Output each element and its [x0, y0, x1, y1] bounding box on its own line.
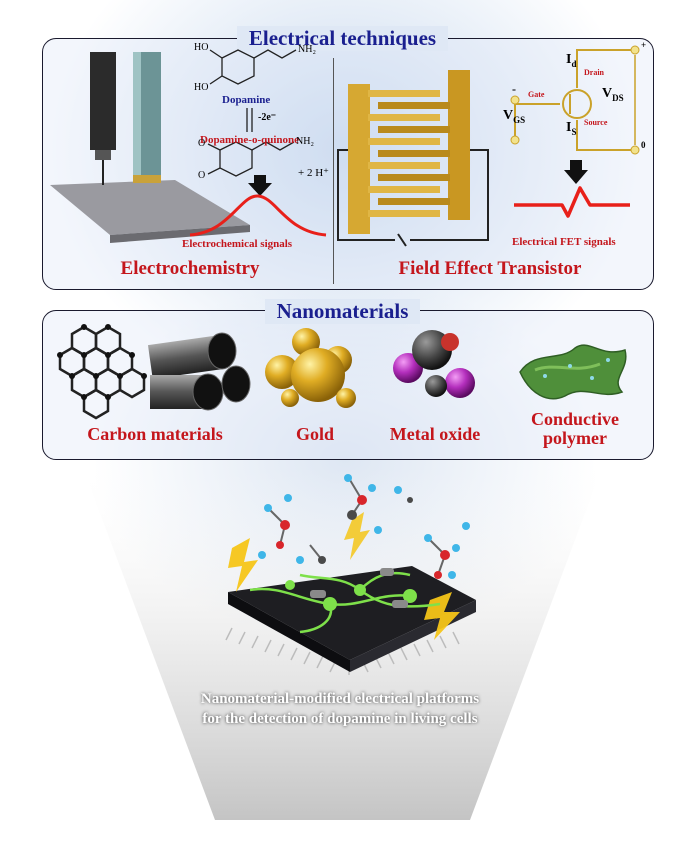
minus-label: -	[512, 82, 516, 96]
metal-oxide-label: Metal oxide	[389, 424, 481, 444]
ho-label-1: HO	[194, 42, 209, 53]
dopamine-label: Dopamine	[222, 94, 271, 106]
carbon-materials-label: Carbon materials	[87, 424, 223, 444]
electron-label: -2e⁻	[258, 112, 277, 123]
nh2-label-2: NH₂	[296, 136, 314, 147]
source-label: Source	[584, 118, 608, 127]
bottom-caption: Nanomaterial-modified electrical platfor…	[200, 691, 480, 727]
is-label: IS	[566, 120, 577, 137]
dopamine-molecules-3d	[258, 474, 470, 579]
fet-label: Field Effect Transistor	[398, 258, 582, 279]
nh2-label-1: NH₂	[298, 44, 316, 55]
nanomaterials-title: Nanomaterials	[0, 299, 685, 324]
vds-label: VDS	[602, 86, 624, 103]
plus-label: +	[641, 40, 647, 50]
gate-label: Gate	[528, 90, 545, 99]
o-label-2: O	[198, 170, 206, 181]
drain-label: Drain	[584, 68, 604, 77]
fet-signal-curve	[514, 186, 630, 218]
panel-divider	[333, 58, 334, 284]
gold-label: Gold	[295, 424, 334, 444]
conductive-polymer-label: Conductive polymer	[530, 409, 619, 448]
lightning-bolt-left	[228, 538, 258, 592]
electrochemical-signals-label: Electrochemical signals	[182, 238, 293, 250]
electrode-black	[90, 52, 116, 150]
vgs-label: VGS	[503, 108, 526, 125]
id-label: Id	[566, 52, 577, 69]
electrode-plate	[50, 180, 250, 235]
ho-label-2: HO	[194, 82, 209, 93]
fet-signals-label: Electrical FET signals	[512, 236, 616, 248]
quinone-label: Dopamine-o-quinone	[200, 134, 300, 146]
electrochemical-signal-curve	[189, 194, 327, 237]
electrochemistry-label: Electrochemistry	[120, 258, 260, 279]
protons-label: + 2 H⁺	[298, 167, 329, 179]
electrical-techniques-title: Electrical techniques	[0, 26, 685, 51]
zero-label: 0	[641, 140, 646, 150]
o-label-1: O	[198, 138, 206, 149]
